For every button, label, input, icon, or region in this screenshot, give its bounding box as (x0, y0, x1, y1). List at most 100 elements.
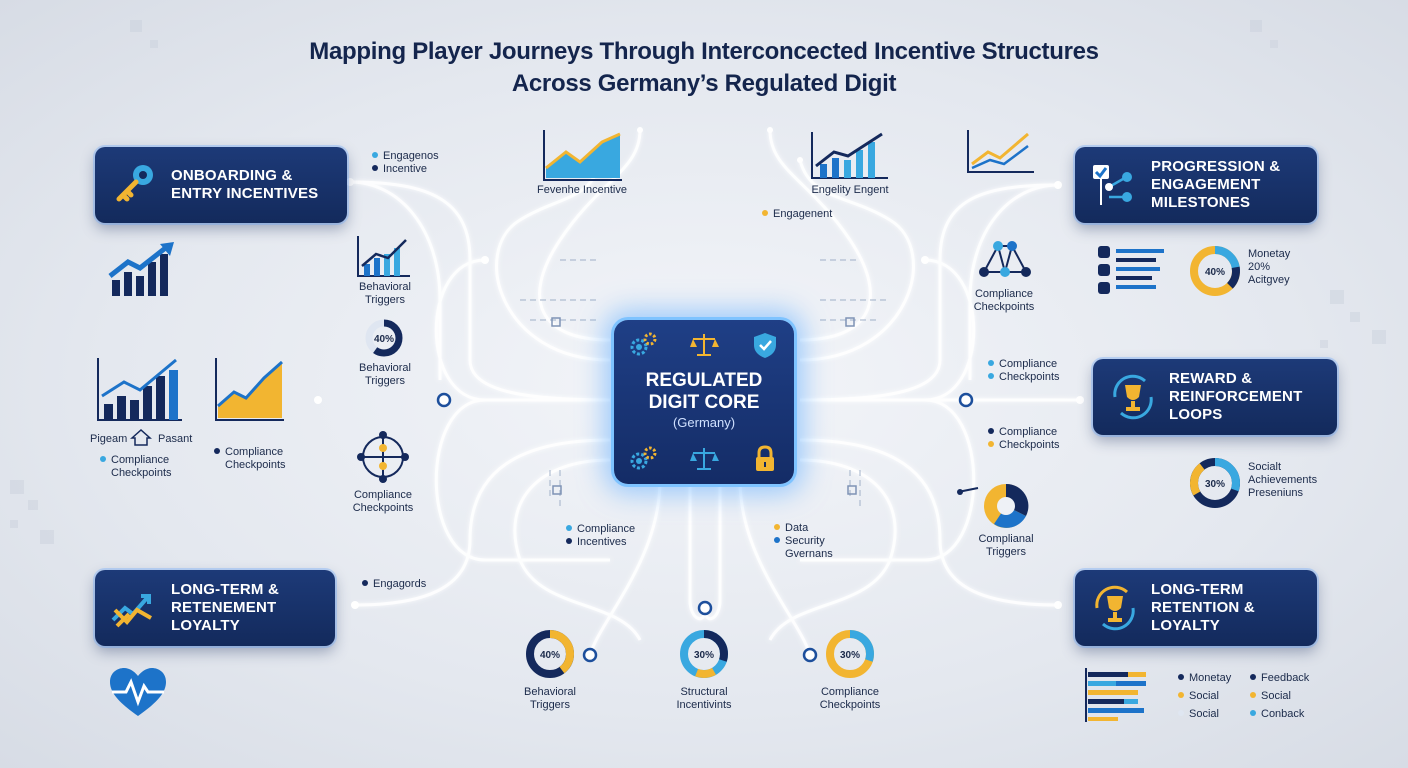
panel-long-term-left-line-3: LOYALTY (171, 617, 240, 634)
panel-reward[interactable]: REWARD & REINFORCEMENT LOOPS (1093, 359, 1337, 435)
trophy-cycle-icon (1113, 374, 1153, 420)
label-behavioral-2-line-1: Behavioral (359, 362, 411, 374)
junction-nodes (436, 392, 974, 663)
legend-item-monetay: Monetay (1189, 672, 1232, 684)
label-monetary-top-line-3: Acitgvey (1248, 274, 1290, 286)
bottom-donut-2-label-line-2: Incentivints (676, 699, 732, 711)
label-data-security-line-2: Security (785, 535, 825, 547)
label-engagenos: Engagenos Incentive (372, 150, 439, 176)
bottom-donut-3: 30% (826, 630, 874, 678)
social-donut: 30% (1190, 458, 1240, 508)
panel-reward-line-3: LOOPS (1169, 406, 1223, 423)
label-engagords-text: Engagords (373, 578, 427, 590)
panel-long-term-right-line-1: LONG-TERM (1151, 581, 1244, 598)
bottom-donut-1-label-line-2: Triggers (530, 699, 570, 711)
label-engagenos-line-2: Incentive (383, 163, 428, 175)
scales-icon (690, 334, 719, 356)
label-behavioral-2-line-2: Triggers (365, 375, 405, 387)
label-complianal-triggers-line-1: Complianal (978, 533, 1034, 545)
label-favorite-incentive: Fevenhe Incentive (537, 184, 627, 196)
regulated-core[interactable]: REGULATED DIGIT CORE (Germany) (614, 320, 794, 484)
bottom-donut-1-pct: 40% (540, 650, 560, 661)
monetary-donut-pct: 40% (1205, 267, 1225, 278)
connector-lines (349, 129, 1080, 656)
label-compliance-right-b: Compliance Checkpoints (988, 358, 1060, 384)
label-complianal-triggers: Complianal Triggers (958, 533, 1054, 559)
panel-long-term-left[interactable]: LONG-TERM & RETENEMENT LOYALTY (95, 570, 335, 646)
bottom-donut-1-label: Behavioral Triggers (500, 686, 600, 712)
panel-long-term-left-line-1: LONG-TERM & (171, 581, 280, 598)
panel-onboarding[interactable]: ONBOARDING & ENTRY INCENTIVES (95, 147, 347, 223)
diagram-title: Mapping Player Journeys Through Intercon… (0, 36, 1408, 100)
stacked-bars-icon (1085, 668, 1146, 722)
complianal-pie (957, 483, 1029, 528)
label-engagement-text: Engagenent (773, 208, 833, 220)
growth-arrows-icon (111, 594, 152, 628)
panel-long-term-right-line-2: RETENTION & (1151, 599, 1255, 616)
network-node-icon (979, 241, 1031, 277)
label-social-achievements: Socialt Achievements Preseniuns (1248, 461, 1317, 500)
label-compliance-right-c-line-1: Compliance (999, 426, 1058, 438)
label-compliance-right-c-line-2: Checkpoints (999, 439, 1060, 451)
label-engagords: Engagords (362, 578, 426, 591)
label-behavioral-2: Behavioral Triggers (340, 362, 430, 388)
label-compliance-right-a: Compliance Checkpoints (956, 288, 1052, 314)
label-compliance-right-b-line-2: Checkpoints (999, 371, 1060, 383)
label-complianal-triggers-line-2: Triggers (986, 546, 1026, 558)
gears-icon (630, 446, 657, 470)
label-pigeam: Pigeam (90, 433, 128, 445)
pixel-decor (10, 20, 1386, 544)
panel-reward-line-2: REINFORCEMENT (1169, 388, 1303, 405)
title-line-1: Mapping Player Journeys Through Intercon… (309, 38, 1099, 65)
label-social-ach-line-2: Achievements (1248, 474, 1318, 486)
scales-icon (690, 448, 719, 470)
bottom-donut-2-label-line-1: Structural (680, 686, 728, 698)
gears-icon (630, 332, 657, 356)
panel-long-term-right[interactable]: LONG-TERM RETENTION & LOYALTY (1075, 570, 1317, 646)
panel-progression[interactable]: PROGRESSION & ENGAGEMENT MILESTONES (1075, 147, 1317, 223)
panel-progression-line-1: PROGRESSION & (1151, 158, 1281, 175)
key-icon (116, 165, 153, 202)
label-compliance-left-a: Compliance Checkpoints (100, 454, 172, 480)
label-engagenos-line-1: Engagenos (383, 150, 439, 162)
bottom-donut-3-label-line-2: Checkpoints (819, 699, 881, 711)
growth-bar-chart-icon (108, 242, 174, 296)
label-data-security-line-1: Data (785, 522, 809, 534)
panel-long-term-right-line-3: LOYALTY (1151, 617, 1220, 634)
panel-long-term-left-line-2: RETENEMENT (171, 599, 277, 616)
label-compliance-center-a-line-2: Incentives (577, 536, 627, 548)
label-behavioral-1-line-2: Triggers (365, 294, 405, 306)
legend-item-conback: Conback (1261, 708, 1305, 720)
label-engagement: Engagenent (762, 208, 832, 221)
trophy-cycle-icon (1095, 585, 1135, 631)
label-monetary-top-line-2: 20% (1248, 261, 1271, 273)
legend-item-feedback: Feedback (1261, 672, 1310, 684)
label-compliance-left-c: Compliance Checkpoints (336, 489, 430, 515)
label-compliance-center-a-line-1: Compliance (577, 523, 636, 535)
label-compliance-right-c: Compliance Checkpoints (988, 426, 1060, 452)
legend-bottom-right-col-2: Feedback Social Conback (1250, 669, 1309, 723)
label-compliance-left-a-line-1: Compliance (111, 454, 170, 466)
social-donut-pct: 30% (1205, 479, 1225, 490)
monetary-donut: 40% (1190, 246, 1240, 296)
bottom-donut-2-pct: 30% (694, 650, 714, 661)
label-compliance-left-b: Compliance Checkpoints (214, 446, 286, 472)
label-behavioral-1-line-1: Behavioral (359, 281, 411, 293)
label-social-ach-line-3: Preseniuns (1248, 487, 1304, 499)
growth-bar-chart-icon (357, 236, 410, 277)
growth-bar-chart-icon (811, 132, 888, 179)
panel-progression-line-3: MILESTONES (1151, 194, 1251, 211)
house-icon (130, 428, 152, 446)
label-compliance-left-c-line-1: Compliance (353, 489, 413, 501)
checklist-flow-icon (1093, 165, 1132, 205)
core-title-line-1: REGULATED (645, 370, 763, 391)
behavioral-donut: 40% (365, 319, 403, 357)
bottom-donut-2: 30% (680, 630, 728, 678)
bottom-donut-1-label-line-1: Behavioral (524, 686, 576, 698)
label-data-security-line-3: Gvernans (785, 548, 833, 560)
panel-progression-line-2: ENGAGEMENT (1151, 176, 1261, 193)
circuit-lock-glyphs (551, 317, 857, 495)
label-monetary-top-line-1: Monetay (1248, 248, 1291, 260)
bottom-donut-3-label: Compliance Checkpoints (800, 686, 900, 712)
